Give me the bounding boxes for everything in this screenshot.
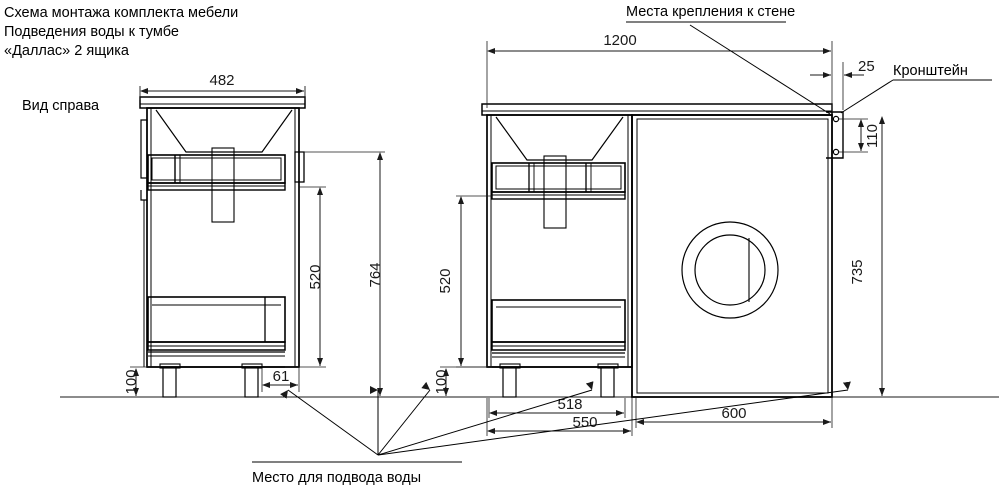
label-bracket: Кронштейн [893, 63, 968, 79]
side-cabinet-body [146, 107, 300, 368]
side-drain-pipe [211, 147, 235, 223]
dim-100-side: 100 [123, 369, 140, 394]
leader-lines [252, 21, 992, 463]
dim-520-side: 520 [307, 264, 324, 289]
dim-61: 61 [273, 368, 290, 385]
side-dims: 482 764 520 100 61 [123, 72, 385, 396]
dim-764: 764 [367, 262, 384, 287]
dim-600: 600 [721, 405, 746, 422]
side-basin [155, 109, 293, 153]
front-washing-machine [631, 114, 833, 398]
label-wall-mount-points: Места крепления к стене [626, 4, 796, 20]
side-upper-drawer [147, 154, 286, 191]
dim-520-front: 520 [437, 268, 454, 293]
front-countertop [481, 103, 833, 116]
dim-735: 735 [849, 259, 866, 284]
dim-482: 482 [209, 72, 234, 89]
front-view-group [481, 103, 844, 398]
side-legs [147, 363, 299, 398]
side-bracket-tab [294, 151, 305, 183]
front-dims: 1200 25 110 735 520 100 [433, 32, 888, 436]
dim-1200: 1200 [603, 32, 636, 49]
dim-110: 110 [864, 124, 881, 148]
title-block: Схема монтажа комплекта мебели Подведени… [4, 5, 239, 59]
side-handle-strips [140, 119, 148, 367]
front-cabinet-body [486, 114, 633, 398]
dim-518: 518 [557, 396, 582, 413]
side-countertop [139, 96, 306, 109]
side-lower-drawer [147, 296, 286, 357]
dim-100-front: 100 [433, 369, 450, 394]
label-water-supply: Место для подвода воды [252, 470, 421, 486]
side-view-group [139, 96, 306, 398]
dim-25: 25 [858, 58, 875, 75]
dim-550: 550 [572, 414, 597, 431]
view-label-right: Вид справа [22, 98, 100, 114]
